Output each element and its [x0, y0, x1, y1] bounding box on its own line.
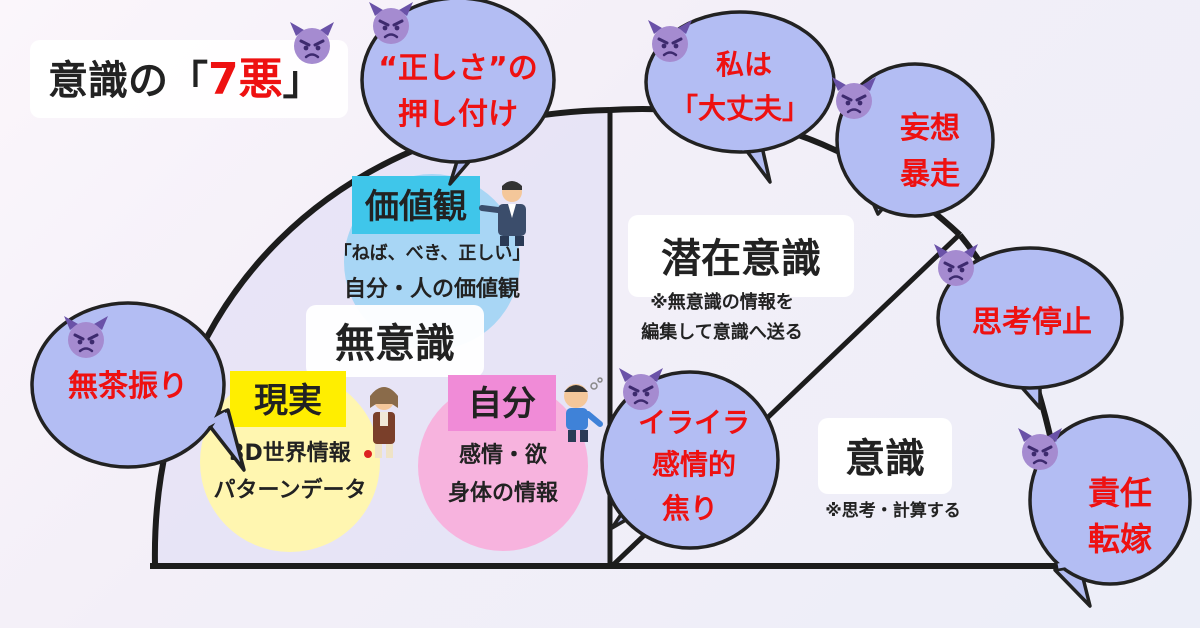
conscious-label: 意識	[845, 436, 925, 482]
reality-label: 現実	[254, 381, 322, 421]
subconscious-note-2: 編集して意識へ送る	[641, 321, 802, 343]
evil-text-okay-1: 私は	[716, 48, 772, 81]
evil-text-irritation-2: 感情的	[652, 448, 736, 481]
values-line-1: 「ねば、べき、正しい」	[334, 242, 531, 264]
subconscious-label: 潜在意識	[661, 236, 821, 282]
values-label-box	[352, 176, 480, 234]
subconscious-label-box	[628, 215, 854, 297]
values-line-2: 自分・人の価値観	[344, 276, 520, 302]
reality-line-1: 3D世界情報	[229, 440, 352, 466]
self-line-1: 感情・欲	[459, 442, 547, 468]
unconscious-label: 無意識	[335, 321, 455, 367]
evil-text-blame-2: 転嫁	[1088, 520, 1152, 558]
evil-text-unreasonable: 無茶振り	[68, 369, 188, 404]
evil-bubble-delusion: 妄想 暴走	[830, 62, 995, 218]
evil-bubble-correctness: “正しさ”の 押し付け	[360, 0, 556, 186]
unconscious-label-box	[306, 305, 484, 377]
evil-text-irritation-3: 焦り	[662, 492, 718, 525]
title-box: 意識の「7悪」	[30, 40, 348, 118]
evil-bubble-blame: 責任 転嫁	[1016, 414, 1192, 608]
evil-text-correctness-1: “正しさ”の	[378, 51, 537, 86]
subconscious-note-1: ※無意識の情報を	[650, 291, 794, 313]
conscious-note: ※思考・計算する	[825, 500, 961, 521]
title-suffix: 」	[283, 58, 323, 104]
title-prefix: 意識の「	[48, 58, 208, 104]
title-highlight: 7悪	[208, 54, 283, 105]
self-label: 自分	[468, 384, 536, 424]
evil-text-irritation-1: イライラ	[638, 406, 750, 439]
evil-bubble-stop-thinking: 思考停止	[932, 242, 1124, 410]
self-line-2: 身体の情報	[448, 480, 559, 506]
boy-icon	[564, 377, 603, 442]
svg-text:意識の「7悪」: 意識の「7悪」	[48, 54, 323, 105]
scientist-icon	[364, 387, 398, 458]
self-label-box	[448, 375, 556, 431]
evil-text-okay-2: 「大丈夫」	[670, 92, 810, 125]
reality-line-2: パターンデータ	[214, 477, 367, 503]
evil-text-delusion-1: 妄想	[900, 111, 960, 146]
values-label: 価値観	[364, 187, 467, 227]
evil-bubble-irritation: イライラ 感情的 焦り	[600, 366, 780, 550]
evil-text-correctness-2: 押し付け	[398, 97, 518, 132]
evil-bubble-unreasonable: 無茶振り	[30, 301, 246, 472]
evil-text-stop-thinking: 思考停止	[972, 305, 1092, 340]
reality-label-box	[230, 371, 346, 427]
businessman-icon	[479, 181, 526, 246]
conscious-label-box	[818, 418, 952, 494]
evil-bubble-okay: 私は 「大丈夫」	[644, 10, 836, 184]
evil-text-delusion-2: 暴走	[900, 157, 960, 192]
evil-text-blame-1: 責任	[1088, 474, 1152, 512]
